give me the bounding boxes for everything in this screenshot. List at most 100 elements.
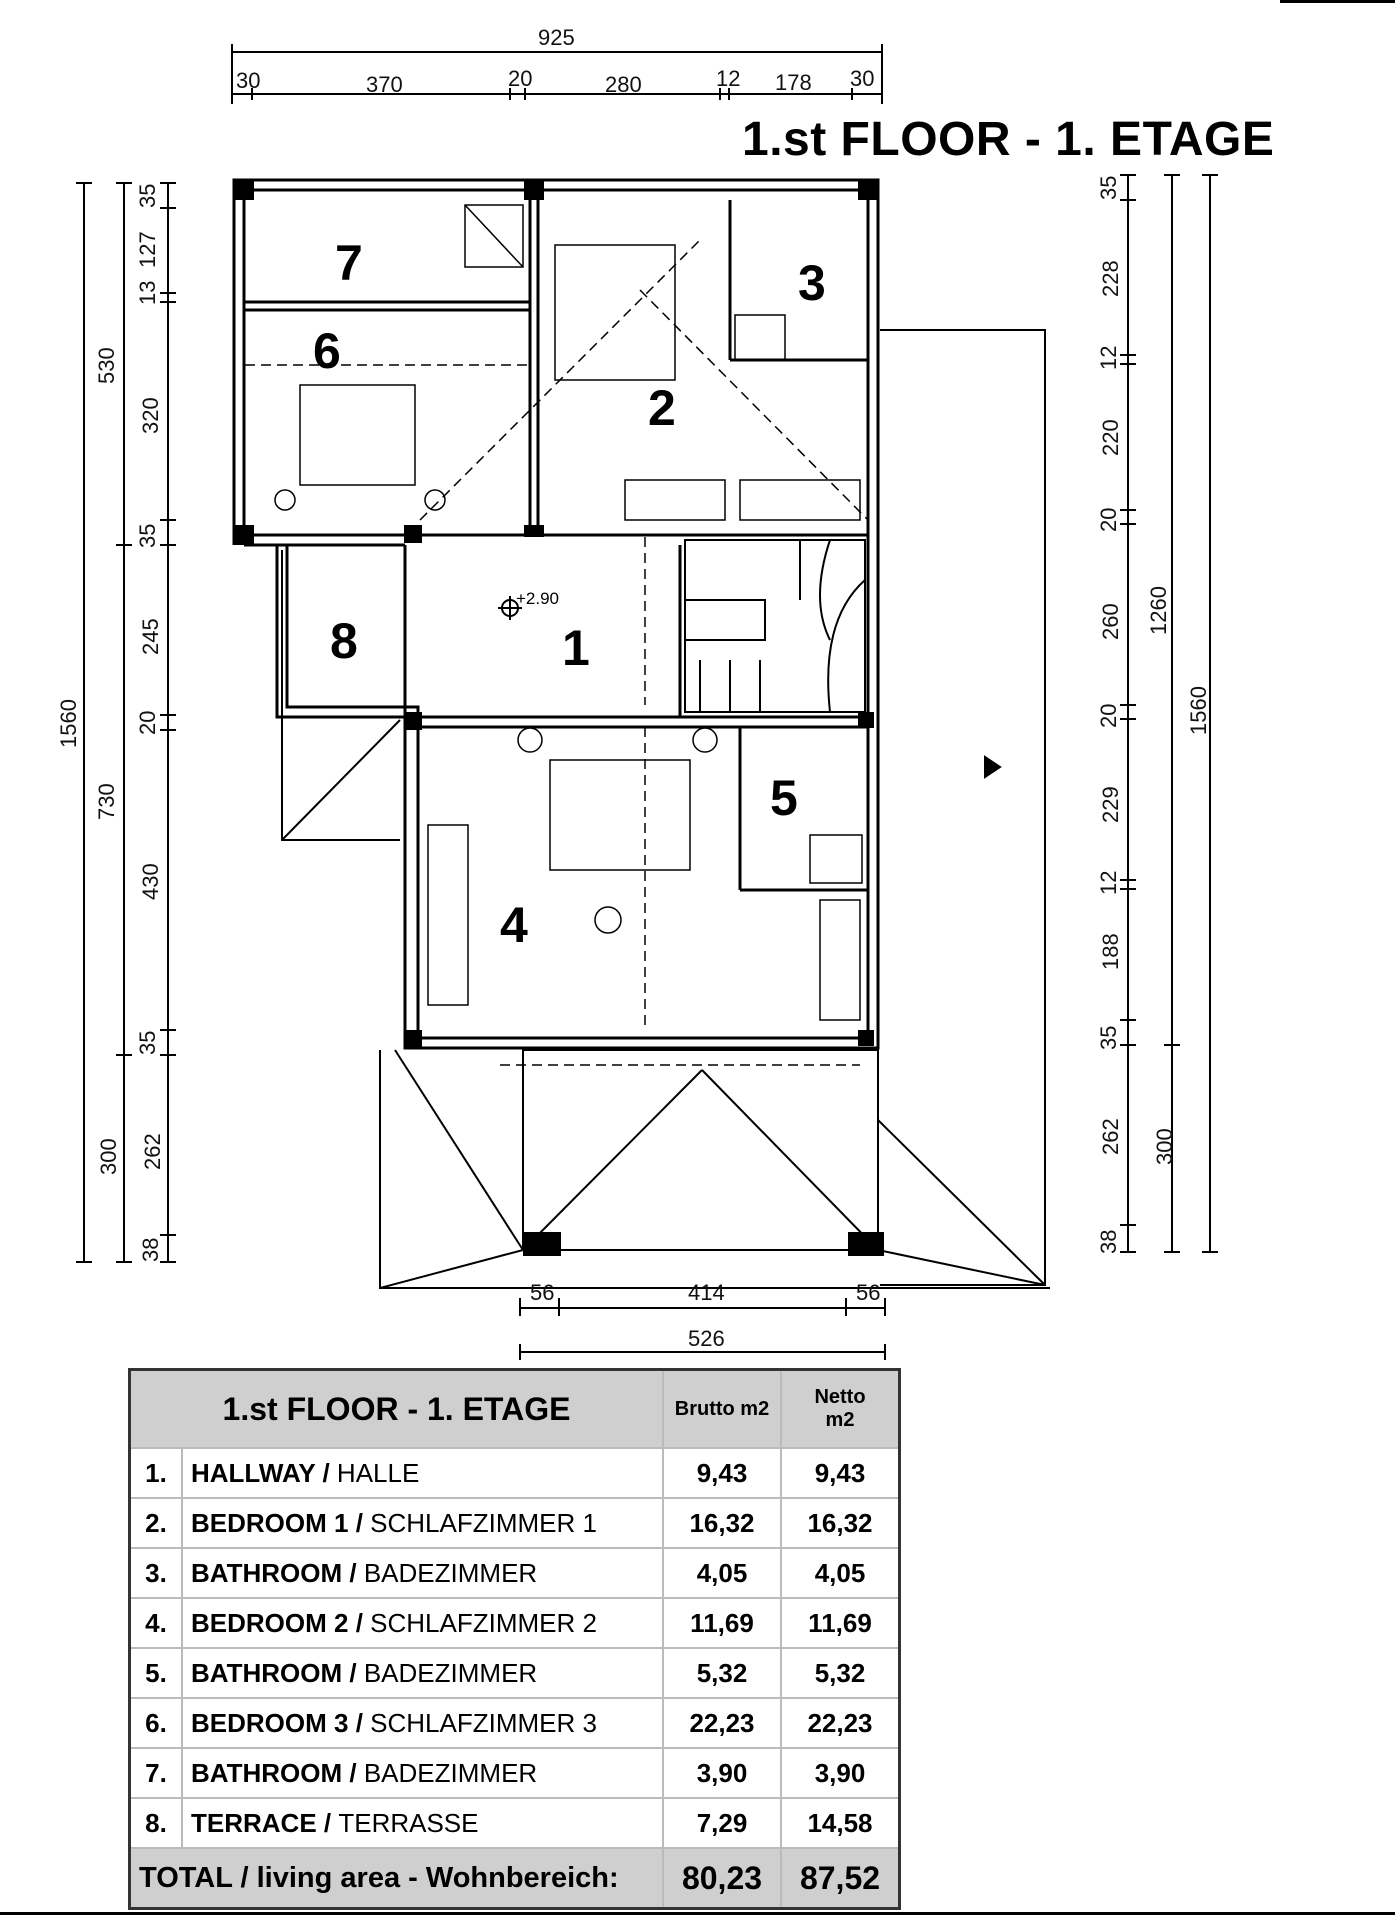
dim-top-6: 178 (775, 70, 812, 95)
columns (234, 180, 884, 1256)
room-name: BEDROOM 1 / SCHLAFZIMMER 1 (181, 1497, 664, 1549)
terrace-left (281, 550, 401, 841)
dim-right-c1: 1560 (1186, 686, 1211, 735)
dim-top-5: 12 (716, 66, 740, 91)
furniture (274, 204, 863, 1021)
dim-right-a11: 35 (1096, 1026, 1121, 1050)
dim-right-a4: 220 (1098, 419, 1123, 456)
room-name-en: BEDROOM 2 (191, 1607, 349, 1638)
dim-left-a2: 127 (135, 231, 160, 268)
dim-left-a8: 430 (138, 863, 163, 900)
total-label: TOTAL / living area - Wohnbereich: (128, 1847, 664, 1910)
room-name-de: BADEZIMMER (363, 1757, 538, 1788)
room-name-de: SCHLAFZIMMER 2 (370, 1607, 597, 1638)
room-name-en: BATHROOM (191, 1557, 343, 1588)
brutto-header: Brutto m2 (662, 1368, 782, 1449)
row-number: 1. (128, 1447, 183, 1499)
netto-value: 11,69 (780, 1597, 901, 1649)
dim-bottom-1: 56 (530, 1280, 554, 1305)
dim-top-3: 20 (508, 66, 532, 91)
netto-value: 22,23 (780, 1697, 901, 1749)
room-name-en: BATHROOM (191, 1757, 343, 1788)
total-brutto: 80,23 (662, 1847, 782, 1910)
dim-left-a7: 20 (135, 711, 160, 735)
room-name: BEDROOM 2 / SCHLAFZIMMER 2 (181, 1597, 664, 1649)
dim-top-7: 30 (850, 66, 874, 91)
room-name-de: SCHLAFZIMMER 3 (370, 1707, 597, 1738)
room-name-de: TERRASSE (338, 1807, 479, 1838)
room-name-de: SCHLAFZIMMER 1 (370, 1507, 597, 1538)
brutto-value: 22,23 (662, 1697, 782, 1749)
dim-left-a5: 35 (135, 524, 160, 548)
dim-top-total: 925 (538, 25, 575, 50)
dim-bottom-3: 56 (856, 1280, 880, 1305)
room-name-en: BEDROOM 1 (191, 1507, 349, 1538)
roof-band (880, 329, 1046, 1286)
dim-left-a3: 13 (135, 281, 160, 305)
dim-bottom-2: 414 (688, 1280, 725, 1305)
room-name-sep: / (342, 1657, 364, 1688)
dim-top-1: 30 (236, 68, 260, 93)
brutto-value: 4,05 (662, 1547, 782, 1599)
room-number-7: 7 (335, 235, 363, 291)
right-dimension-lines (1120, 174, 1218, 1253)
room-name-sep: / (348, 1607, 371, 1638)
level-marker: +2.90 (498, 589, 559, 620)
staircase (684, 539, 866, 713)
row-number: 4. (128, 1597, 183, 1649)
room-number-8: 8 (330, 613, 358, 669)
bottom-dimension-lines (519, 1298, 886, 1360)
corner-rule (1280, 0, 1395, 3)
room-name-en: BATHROOM (191, 1657, 343, 1688)
floor-title: 1.st FLOOR - 1. ETAGE (742, 113, 1275, 166)
room-name-sep: / (316, 1807, 339, 1838)
dim-right-a12: 262 (1098, 1118, 1123, 1155)
dim-left-a9: 35 (135, 1031, 160, 1055)
room-name-en: TERRACE (191, 1807, 317, 1838)
room-name-sep: / (348, 1707, 371, 1738)
total-row: TOTAL / living area - Wohnbereich: 80,23… (128, 1847, 901, 1910)
dim-right-a1: 35 (1096, 176, 1121, 200)
brutto-value: 3,90 (662, 1747, 782, 1799)
room-name: HALLWAY / HALLE (181, 1447, 664, 1499)
dim-left-a11: 38 (138, 1238, 163, 1262)
room-number-6: 6 (313, 323, 341, 379)
dim-left-a10: 262 (140, 1133, 165, 1170)
room-name: TERRACE / TERRASSE (181, 1797, 664, 1849)
room-name-de: HALLE (336, 1457, 420, 1488)
floor-plan: +2.90 925 30 370 20 280 12 178 30 35 127… (56, 25, 1218, 1360)
dim-left-a1: 35 (135, 184, 160, 208)
room-name-sep: / (342, 1757, 364, 1788)
room-name: BATHROOM / BADEZIMMER (181, 1747, 664, 1799)
room-number-3: 3 (798, 255, 826, 311)
netto-header-line1: Netto (814, 1386, 866, 1408)
netto-value: 5,32 (780, 1647, 901, 1699)
row-number: 7. (128, 1747, 183, 1799)
dim-right-a3: 12 (1096, 346, 1121, 370)
dim-left-b3: 300 (96, 1138, 121, 1175)
dim-left-b1: 530 (94, 347, 119, 384)
dim-right-a5: 20 (1096, 508, 1121, 532)
brutto-value: 11,69 (662, 1597, 782, 1649)
dim-left-b2: 730 (94, 783, 119, 820)
netto-header-line2: m2 (825, 1409, 855, 1431)
dim-right-a8: 229 (1098, 786, 1123, 823)
room-name: BEDROOM 3 / SCHLAFZIMMER 3 (181, 1697, 664, 1749)
dim-right-a6: 260 (1098, 603, 1123, 640)
row-number: 8. (128, 1797, 183, 1849)
total-netto: 87,52 (780, 1847, 901, 1910)
dim-right-a7: 20 (1096, 704, 1121, 728)
room-number-2: 2 (648, 380, 676, 436)
room-name-en: HALLWAY (191, 1457, 316, 1488)
brutto-value: 5,32 (662, 1647, 782, 1699)
table-title: 1.st FLOOR - 1. ETAGE (128, 1368, 664, 1449)
